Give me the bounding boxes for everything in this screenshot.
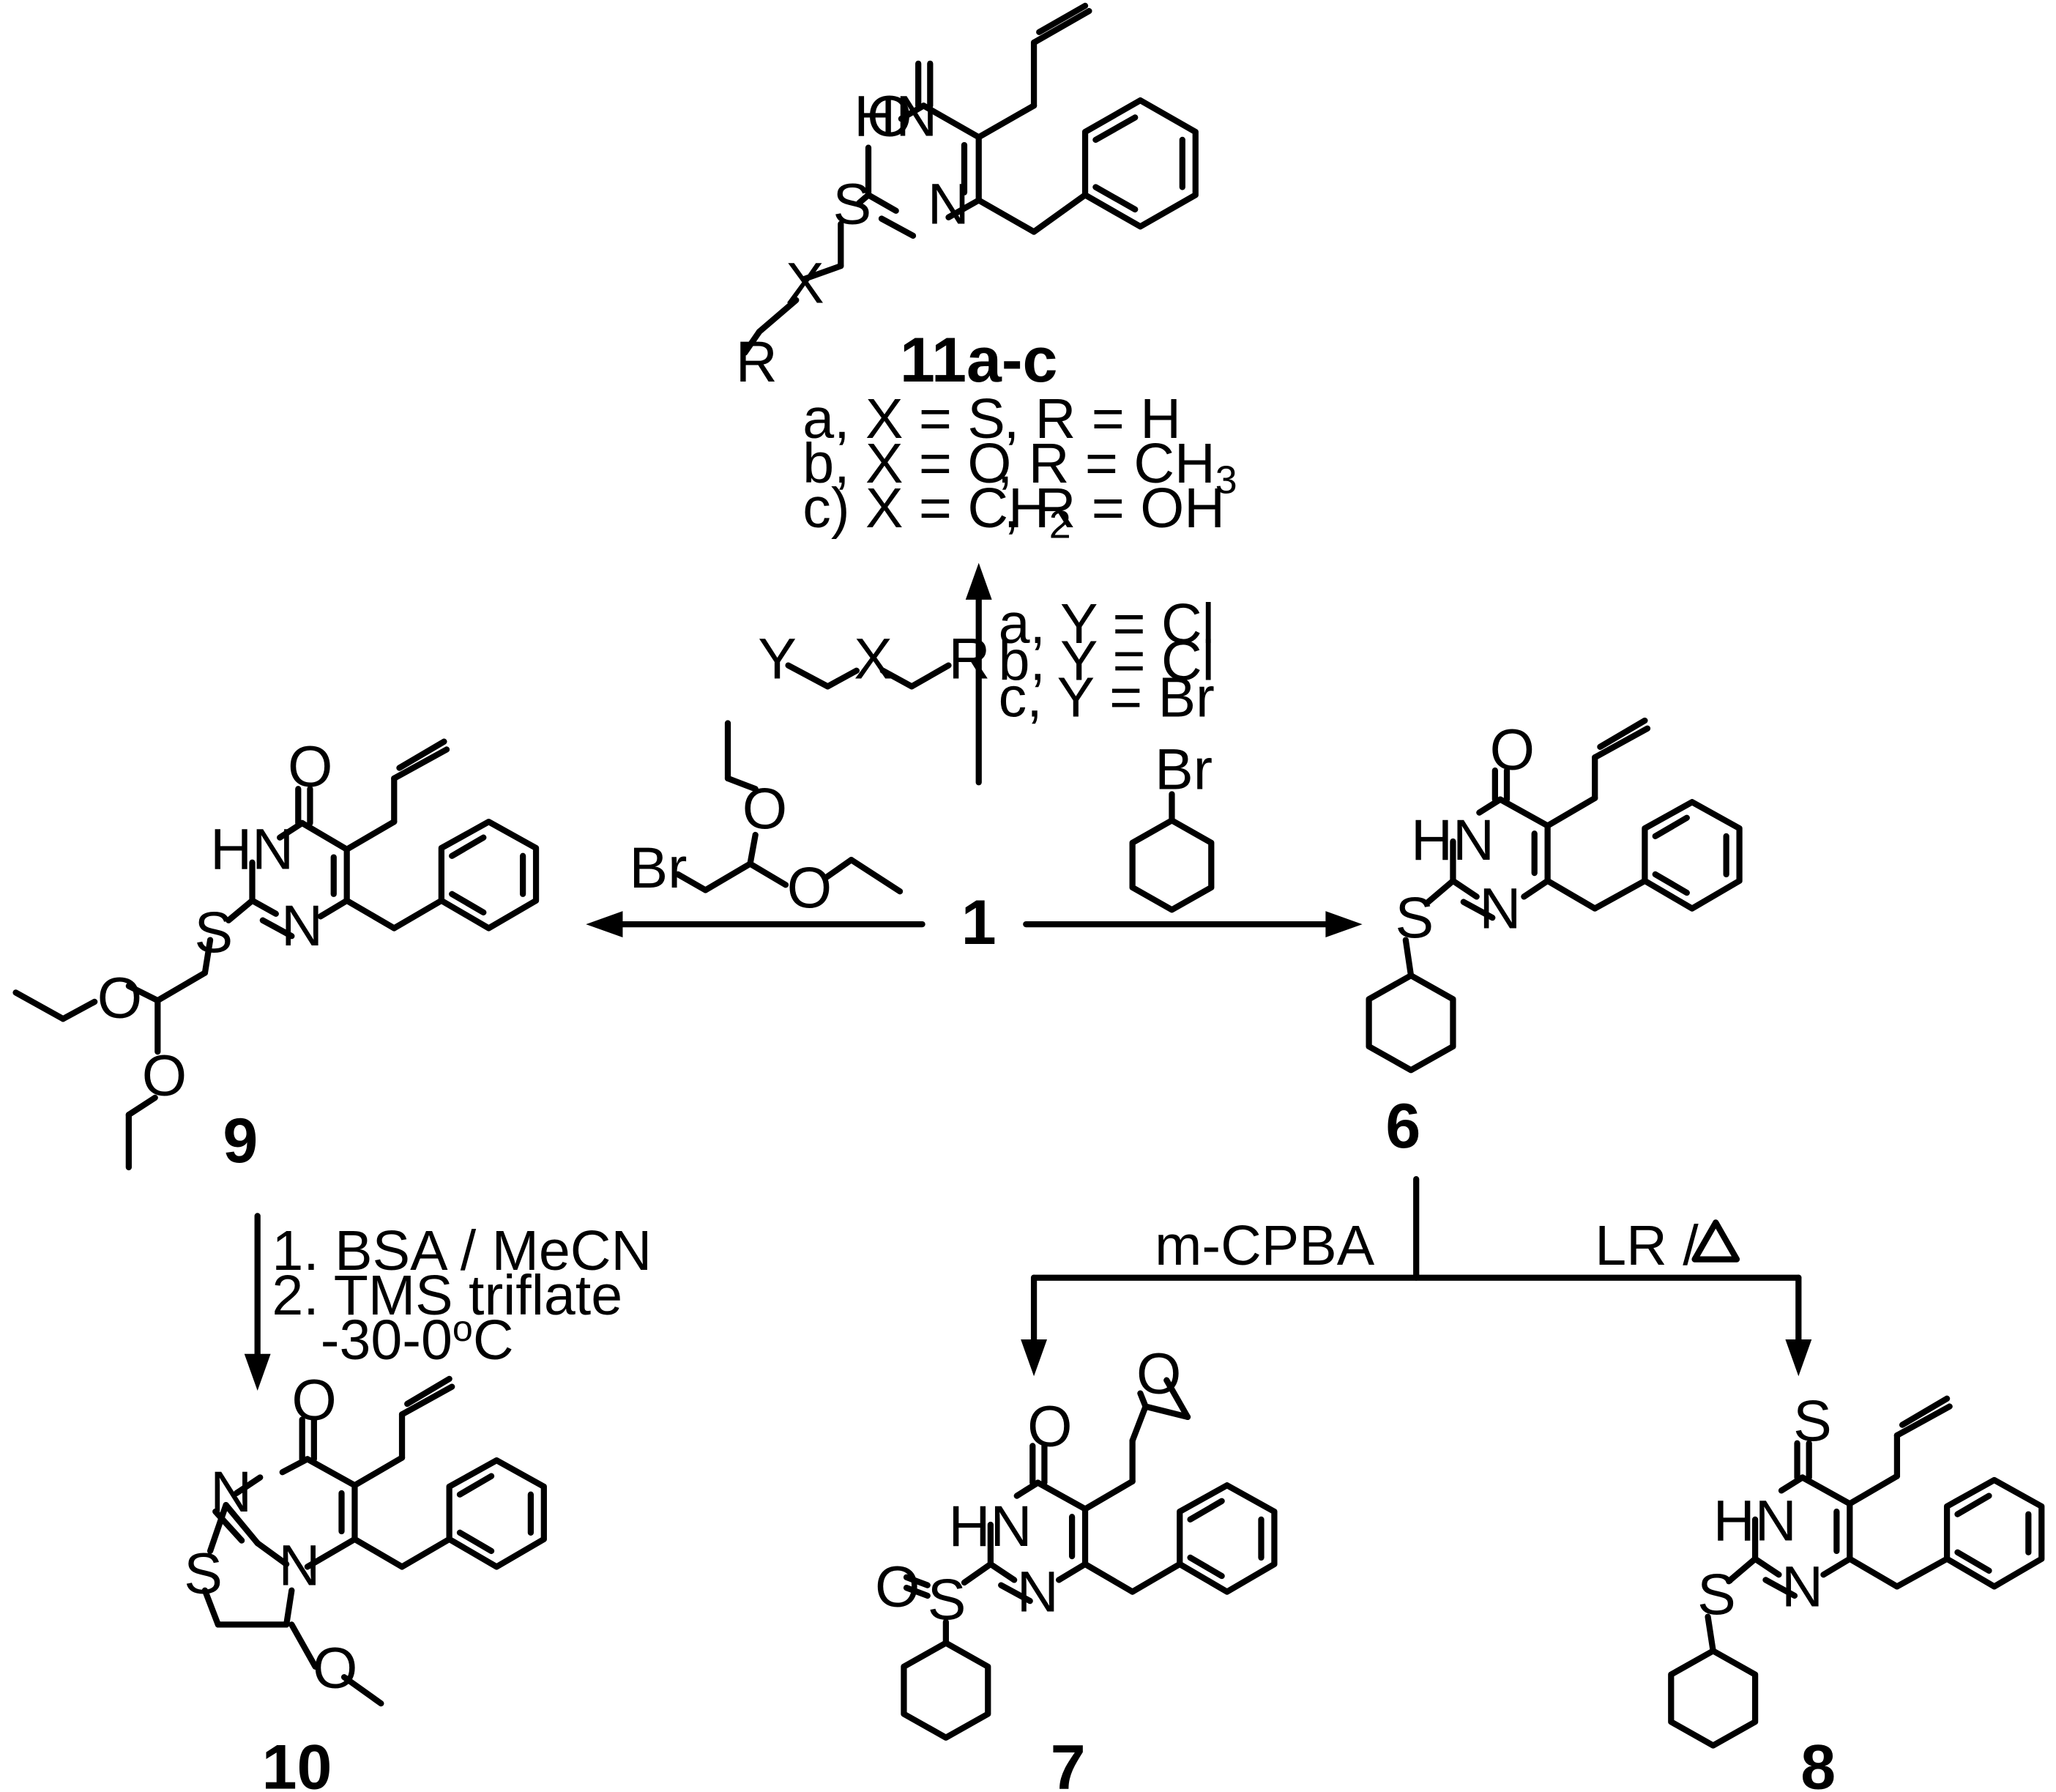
reagent-bromoacetal: Br O O xyxy=(629,720,904,920)
atom-label-O: O xyxy=(867,84,912,149)
atom-label-O: O xyxy=(1490,717,1535,781)
reagent-mcpba: m-CPBA xyxy=(1155,1214,1375,1277)
atom-label-HN: HN xyxy=(1411,808,1494,872)
atom-label-O: O xyxy=(1136,1342,1181,1406)
atom-label-O: O xyxy=(313,1636,357,1700)
compound-label-9: 9 xyxy=(223,1106,258,1176)
variant-a-x: a, X = S xyxy=(802,387,1005,450)
variant-b-x: b, X = O xyxy=(802,432,1011,495)
reagent-lr: LR / xyxy=(1595,1214,1699,1277)
conditions-9-to-10: 1. BSA / MeCN 2. TMS triflate -30-0oC xyxy=(272,1219,652,1372)
compound-label-1: 1 xyxy=(961,888,997,958)
atom-label-O: O xyxy=(288,735,332,799)
atom-label-S: S xyxy=(1793,1388,1832,1453)
atom-label-X: X xyxy=(854,627,893,691)
atom-label-O: O xyxy=(1027,1394,1072,1458)
atom-label-R: R xyxy=(736,330,778,394)
compound-7: O O HN N S O xyxy=(875,1342,1278,1741)
atom-label-O: O xyxy=(142,1043,187,1107)
variant-c-r: , R = OH xyxy=(1004,477,1225,540)
atom-label-N: N xyxy=(278,1533,320,1598)
atom-label-Br: Br xyxy=(1155,737,1213,801)
arrow-1-to-9 xyxy=(586,911,925,938)
atom-label-S: S xyxy=(1697,1562,1736,1626)
condition-step-1: 1. BSA / MeCN xyxy=(272,1219,652,1282)
atom-label-HN: HN xyxy=(210,817,294,882)
atom-label-HN: HN xyxy=(1713,1489,1797,1553)
reagent-y-b: b, Y = Cl xyxy=(999,629,1215,692)
atom-label-Y: Y xyxy=(758,627,797,691)
atom-label-O: O xyxy=(875,1554,920,1618)
reagent-y-x-r: Y X R a, Y = Cl b, Y = Cl c, Y = Br xyxy=(758,592,1215,729)
reagent-y-a: a, Y = Cl xyxy=(999,592,1215,655)
arrow-1-to-6 xyxy=(1023,911,1363,938)
arrow-9-to-10 xyxy=(244,1213,271,1391)
condition-temperature: -30-0oC xyxy=(321,1308,514,1372)
atom-label-O: O xyxy=(787,855,832,920)
atom-label-HN: HN xyxy=(854,84,937,149)
atom-label-R: R xyxy=(948,627,990,691)
atom-label-N: N xyxy=(928,172,969,237)
atom-label-N: N xyxy=(1017,1559,1059,1624)
atom-label-S: S xyxy=(184,1541,223,1605)
compound-8: S HN N S xyxy=(1668,1388,2045,1749)
variants-table: a, X = S , R = H b, X = O , R = CH3 c) X… xyxy=(802,387,1237,546)
arrow-6-to-7-and-8 xyxy=(1021,1176,1812,1377)
atom-label-S: S xyxy=(1395,885,1434,950)
atom-label-HN: HN xyxy=(948,1494,1032,1558)
compound-11a-c: O HN N S X R xyxy=(736,2,1199,394)
variant-b-r: , R = CH3 xyxy=(997,432,1237,502)
variant-c-x: c) X = CH2 xyxy=(802,477,1070,546)
variant-a-r: , R = H xyxy=(1004,387,1181,450)
atom-label-S: S xyxy=(195,900,234,964)
condition-step-2: 2. TMS triflate xyxy=(272,1264,622,1327)
compound-9: O HN N S O O xyxy=(12,735,540,1171)
reagent-bromocyclohexane: Br xyxy=(1129,737,1215,913)
arrow-1-to-11 xyxy=(965,562,992,786)
reagent-y-c: c, Y = Br xyxy=(999,666,1215,729)
atom-label-Br: Br xyxy=(629,836,687,900)
atom-label-S: S xyxy=(928,1567,966,1632)
atom-label-X: X xyxy=(786,250,824,315)
reagent-lawesson-heat: LR / xyxy=(1595,1214,1740,1277)
compound-6: O HN N S xyxy=(1366,717,1743,1074)
atom-label-O: O xyxy=(291,1368,336,1432)
atom-label-S: S xyxy=(833,172,872,237)
compound-10: O N N S O xyxy=(184,1368,547,1707)
compound-label-10: 10 xyxy=(262,1733,332,1792)
compound-label-7: 7 xyxy=(1051,1733,1086,1792)
compound-label-8: 8 xyxy=(1800,1733,1836,1792)
heat-delta-icon xyxy=(1691,1219,1740,1263)
atom-label-O: O xyxy=(742,776,787,841)
atom-label-N: N xyxy=(1781,1554,1823,1618)
atom-label-O: O xyxy=(97,965,142,1030)
compound-label-6: 6 xyxy=(1385,1091,1420,1161)
atom-label-N: N xyxy=(210,1460,252,1524)
atom-label-N: N xyxy=(1479,876,1521,940)
compound-label-11a-c: 11a-c xyxy=(900,325,1057,395)
atom-label-N: N xyxy=(281,893,323,958)
